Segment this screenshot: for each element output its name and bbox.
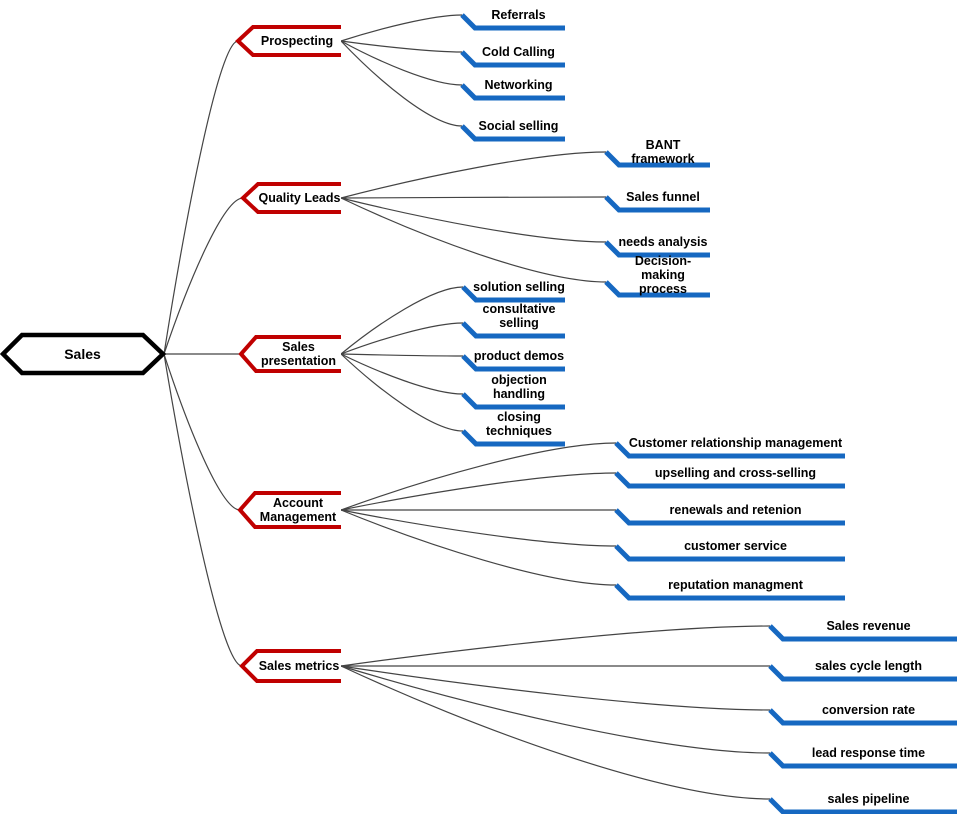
leaf-node-objection-handling[interactable]: objection handling [491, 373, 547, 401]
edge-sales-presentation-to-solution-selling [340, 286, 464, 355]
branch-node-quality-leads[interactable]: Quality Leads [258, 191, 341, 205]
leaf-underline-objection-handling[interactable] [461, 392, 565, 410]
leaf-node-solution-selling[interactable]: solution selling [473, 280, 565, 294]
edge-quality-leads-to-decision-making-process [340, 197, 607, 283]
leaf-node-bant-framework[interactable]: BANT framework [631, 138, 695, 166]
leaf-underline-sales-funnel[interactable] [604, 195, 710, 213]
edge-sales-presentation-to-objection-handling [340, 353, 464, 395]
leaf-node-social-selling[interactable]: Social selling [478, 119, 559, 133]
leaf-node-customer-relationship-management[interactable]: Customer relationship management [628, 436, 843, 450]
leaf-node-decision-making-process[interactable]: Decision-making process [634, 254, 692, 296]
leaf-underline-bant-framework[interactable] [604, 150, 710, 168]
leaf-underline-conversion-rate[interactable] [768, 708, 957, 726]
leaf-underline-cold-calling[interactable] [460, 50, 565, 68]
nodes-layer [0, 13, 957, 814]
leaf-underline-closing-techniques[interactable] [461, 429, 565, 447]
leaf-underline-renewals-and-retenion[interactable] [614, 508, 845, 526]
edge-sales-metrics-to-sales-revenue [340, 625, 771, 667]
edge-quality-leads-to-needs-analysis [340, 197, 607, 243]
leaf-underline-needs-analysis[interactable] [604, 240, 710, 258]
edge-sales-metrics-to-lead-response-time [340, 665, 771, 754]
edge-account-management-to-reputation-managment [340, 509, 617, 586]
branch-shape-account-management[interactable] [237, 491, 341, 529]
leaf-node-conversion-rate[interactable]: conversion rate [821, 703, 916, 717]
leaf-node-renewals-and-retenion[interactable]: renewals and retenion [669, 503, 802, 517]
leaf-underline-referrals[interactable] [460, 13, 565, 31]
edge-sales-presentation-to-product-demos [340, 353, 464, 357]
root-shape-hexagon[interactable] [0, 332, 167, 376]
edge-sales-presentation-to-consultative-selling [340, 322, 464, 355]
leaf-node-customer-service[interactable]: customer service [684, 539, 787, 553]
edge-prospecting-to-networking [340, 40, 463, 86]
leaf-underline-sales-cycle-length[interactable] [768, 664, 957, 682]
edge-account-management-to-customer-relationship-management [340, 442, 617, 511]
leaf-node-reputation-managment[interactable]: reputation managment [668, 578, 803, 592]
leaf-node-sales-revenue[interactable]: Sales revenue [826, 619, 911, 633]
edge-account-management-to-upselling-and-cross-selling [340, 472, 617, 511]
leaf-underline-social-selling[interactable] [460, 124, 565, 142]
leaf-node-networking[interactable]: Networking [484, 78, 553, 92]
leaf-underline-customer-relationship-management[interactable] [614, 441, 845, 459]
leaf-node-needs-analysis[interactable]: needs analysis [618, 235, 708, 249]
branch-node-account-management[interactable]: Account Management [259, 496, 337, 524]
leaf-underline-solution-selling[interactable] [461, 285, 565, 303]
leaf-underline-reputation-managment[interactable] [614, 583, 845, 601]
leaf-node-cold-calling[interactable]: Cold Calling [482, 45, 555, 59]
leaf-underline-sales-revenue[interactable] [768, 624, 957, 642]
edge-prospecting-to-referrals [340, 14, 463, 42]
edge-account-management-to-customer-service [340, 509, 617, 547]
edge-root-to-account-management [163, 353, 241, 511]
leaf-node-upselling-and-cross-selling[interactable]: upselling and cross-selling [654, 466, 817, 480]
leaf-underline-decision-making-process[interactable] [604, 280, 710, 298]
edge-root-to-sales-metrics [163, 353, 243, 667]
leaf-underline-customer-service[interactable] [614, 544, 845, 562]
branch-shape-prospecting[interactable] [235, 25, 341, 57]
edge-root-to-quality-leads [163, 197, 244, 355]
edges-layer [163, 14, 771, 800]
leaf-underline-sales-pipeline[interactable] [768, 797, 957, 814]
branch-shape-sales-metrics[interactable] [239, 649, 341, 683]
leaf-underline-lead-response-time[interactable] [768, 751, 957, 769]
root-node-sales[interactable]: Sales [64, 346, 101, 362]
branch-node-sales-metrics[interactable]: Sales metrics [258, 659, 340, 673]
edge-sales-presentation-to-closing-techniques [340, 353, 464, 432]
branch-shape-sales-presentation[interactable] [238, 335, 341, 373]
leaf-node-consultative-selling[interactable]: consultative selling [482, 302, 556, 330]
leaf-underline-upselling-and-cross-selling[interactable] [614, 471, 845, 489]
leaf-node-sales-cycle-length[interactable]: sales cycle length [814, 659, 922, 673]
leaf-node-closing-techniques[interactable]: closing techniques [486, 410, 552, 438]
branch-shape-quality-leads[interactable] [240, 182, 341, 214]
leaf-underline-product-demos[interactable] [461, 354, 565, 372]
leaf-node-sales-funnel[interactable]: Sales funnel [626, 190, 700, 204]
leaf-node-product-demos[interactable]: product demos [473, 349, 565, 363]
branch-node-prospecting[interactable]: Prospecting [260, 34, 334, 48]
edge-prospecting-to-social-selling [340, 40, 463, 127]
leaf-node-lead-response-time[interactable]: lead response time [811, 746, 926, 760]
leaf-node-sales-pipeline[interactable]: sales pipeline [827, 792, 910, 806]
edge-prospecting-to-cold-calling [340, 40, 463, 53]
leaf-underline-networking[interactable] [460, 83, 565, 101]
leaf-underline-consultative-selling[interactable] [461, 321, 565, 339]
edge-root-to-prospecting [163, 40, 239, 355]
edge-sales-metrics-to-conversion-rate [340, 665, 771, 711]
edge-sales-metrics-to-sales-pipeline [340, 665, 771, 800]
edge-quality-leads-to-bant-framework [340, 151, 607, 199]
branch-node-sales-presentation[interactable]: Sales presentation [260, 340, 336, 368]
leaf-node-referrals[interactable]: Referrals [491, 8, 546, 22]
edge-quality-leads-to-sales-funnel [340, 196, 607, 199]
